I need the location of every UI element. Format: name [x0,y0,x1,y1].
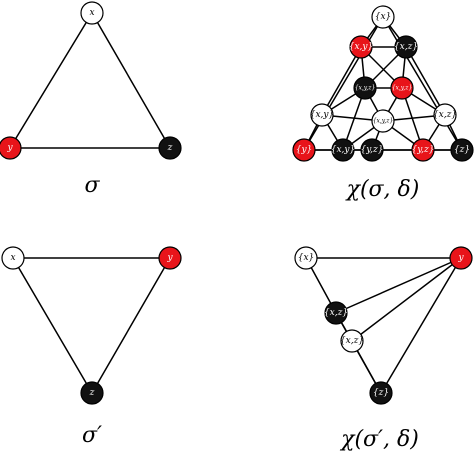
node-label: y [457,253,464,263]
node-label: {z} [373,388,389,398]
node-white [371,5,395,29]
edge [380,257,462,394]
node-white [1,246,25,270]
node-red [349,35,373,59]
node-black [394,35,418,59]
node-label: {x} [375,12,392,22]
node-label: x [10,253,15,263]
edge [12,257,93,394]
graph-sigma-prime: x y z [1,246,182,405]
edge [382,16,463,151]
edge [303,16,384,151]
node-label: {x,z} [433,110,457,120]
graph-chi-sigma-delta: {x} {x,y} {x,z} {x,y,z} {x,y,z} {x,y} {x,y,z} {… [292,5,474,162]
node-label: {z} [454,145,470,155]
node-black [353,76,377,100]
node-white [433,103,457,127]
node-black [331,138,355,162]
edge [335,257,462,314]
node-label: {y,z} [412,145,435,155]
node-label: {x,y,z} [355,85,376,92]
node-label: {x,y} [349,42,373,52]
node-white [294,246,318,270]
node-label: {x,y,z} [373,118,394,125]
node-black [158,136,182,160]
node-red [411,138,435,162]
node-white [310,103,334,127]
node-white [340,329,364,353]
node-black [324,301,348,325]
node-white [371,109,395,133]
node-label: x [89,8,94,18]
edge [351,257,462,342]
node-label: z [167,143,173,153]
graph-sigma: x y z [0,1,182,160]
node-black [360,138,384,162]
edge [9,12,93,149]
node-black [450,138,474,162]
node-black [369,381,393,405]
edge [91,12,171,149]
caption-chi-sigma-delta: χ(σ, δ) [345,177,420,202]
caption-sigma: σ [84,173,100,198]
node-red [449,246,473,270]
caption-chi-sigma-prime-delta: χ(σ′, δ) [339,427,419,452]
caption-sigma-prime: σ′ [82,423,102,448]
node-label: {x,z} [324,308,348,318]
node-label: {x} [298,253,315,263]
edge [335,312,382,394]
edge [321,46,362,116]
node-label: {x,y} [331,145,355,155]
node-label: z [89,388,95,398]
graph-chi-sigma-prime-delta: {x} y {x,z} {x,z} {z} [294,246,473,405]
node-red [0,136,22,160]
node-label: y [166,253,173,263]
node-label: {x,y} [310,110,334,120]
node-red [292,138,316,162]
node-label: y [6,143,13,153]
node-red [390,76,414,100]
node-label: {y} [296,145,313,155]
node-white [80,1,104,25]
node-red [158,246,182,270]
node-label: {x,z} [340,336,364,346]
node-label: {x,z} [394,42,418,52]
node-label: {y,z} [361,145,384,155]
node-black [80,381,104,405]
node-label: {x,y,z} [392,85,413,92]
edge [405,46,446,116]
edge [91,257,171,394]
